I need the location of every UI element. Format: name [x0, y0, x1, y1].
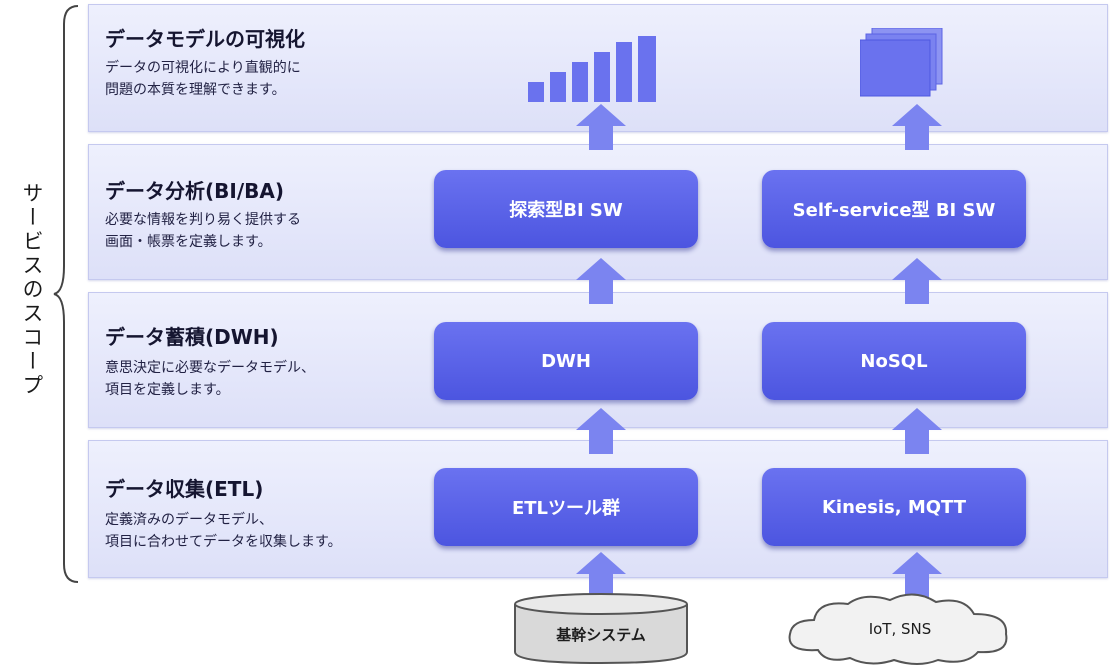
node-self-service-bi: Self-service型 BI SW — [762, 170, 1026, 248]
up-arrow-icon — [576, 552, 626, 598]
source-iot-sns: IoT, SNS — [868, 620, 932, 638]
layer-description: 必要な情報を判り易く提供する 画面・帳票を定義します。 — [105, 212, 301, 250]
layer-title: データ分析(BI/BA) — [105, 179, 284, 203]
layer-title: データ収集(ETL) — [105, 477, 264, 501]
node-dwh: DWH — [434, 322, 698, 400]
node-kinesis-mqtt: Kinesis, MQTT — [762, 468, 1026, 546]
up-arrow-icon — [576, 258, 626, 304]
scope-brace — [53, 5, 79, 583]
up-arrow-icon — [576, 408, 626, 454]
layer-description: 定義済みのデータモデル、 項目に合わせてデータを収集します。 — [105, 512, 342, 550]
service-scope-label: サービスのスコープ — [20, 182, 44, 398]
bar-chart-icon — [528, 36, 656, 102]
up-arrow-icon — [892, 552, 942, 598]
up-arrow-icon — [892, 258, 942, 304]
source-core-systems: 基幹システム — [556, 626, 646, 644]
document-stack-icon — [860, 28, 943, 97]
node-exploratory-bi: 探索型BI SW — [434, 170, 698, 248]
node-nosql: NoSQL — [762, 322, 1026, 400]
layer-title: データ蓄積(DWH) — [105, 325, 279, 349]
layer-description: データの可視化により直観的に 問題の本質を理解できます。 — [105, 60, 301, 98]
up-arrow-icon — [892, 104, 942, 150]
database-cylinder-icon — [514, 593, 688, 665]
cloud-icon — [788, 593, 1008, 665]
layer-description: 意思決定に必要なデータモデル、 項目を定義します。 — [105, 360, 315, 398]
layer-title: データモデルの可視化 — [105, 27, 305, 51]
up-arrow-icon — [576, 104, 626, 150]
node-etl-tools: ETLツール群 — [434, 468, 698, 546]
up-arrow-icon — [892, 408, 942, 454]
